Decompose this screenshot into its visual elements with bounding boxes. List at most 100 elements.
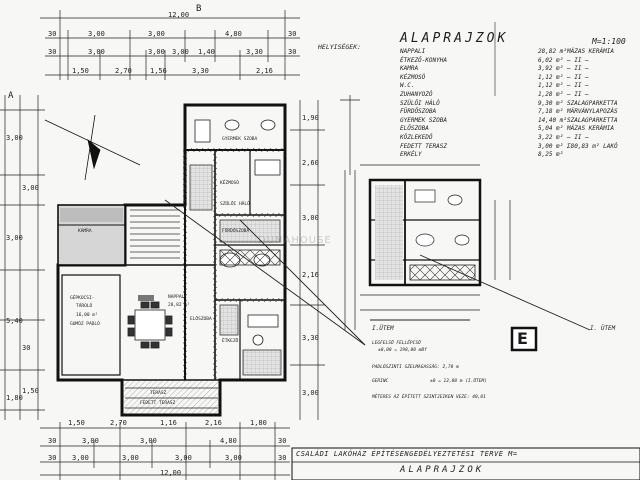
bottom-end-mark-4: 30 bbox=[278, 454, 287, 462]
top-dim-10: 2,70 bbox=[115, 67, 132, 75]
top-dim-7: 1,40 bbox=[198, 48, 215, 56]
label-eloszoba: ELŐSZOBA bbox=[190, 317, 212, 322]
note-meter: MÉTERES AZ ÉPÍTETT SZINTJEIKEN VEZE: 40,… bbox=[372, 395, 486, 400]
bottom-end-mark-2: 30 bbox=[278, 437, 287, 445]
left-dim-5: 30 bbox=[22, 344, 31, 352]
note-gerinc-val: ±0 = 12,00 m (I.ÜTEM) bbox=[430, 379, 487, 384]
right-dim-1: 1,90 bbox=[302, 114, 319, 122]
stair-steps bbox=[130, 209, 180, 259]
left-dim-3: 3,00 bbox=[6, 234, 23, 242]
label-szuloi: SZÜLŐI HÁLÓ bbox=[220, 202, 250, 207]
top-dim-1: 3,00 bbox=[88, 30, 105, 38]
label-gyermek: GYERMEK SZOBA bbox=[222, 137, 258, 142]
bottom-dim-12: 3,00 bbox=[225, 454, 242, 462]
label-kamra: KAMRA bbox=[78, 229, 92, 234]
bottom-overall-dim: 12,00 bbox=[160, 469, 182, 477]
top-end-mark-3: 30 bbox=[48, 48, 57, 56]
title-block-drawing: ALAPRAJZOK bbox=[400, 465, 485, 475]
label-terasz: TERASZ bbox=[150, 391, 167, 396]
top-overall-dim: 12,00 bbox=[168, 11, 190, 19]
label-kezmoso: KÉZMOSÓ bbox=[220, 181, 239, 186]
left-dim-4: 5,40 bbox=[6, 317, 23, 325]
bottom-dim-9: 3,00 bbox=[72, 454, 89, 462]
label-tarolo: TÁROLÓ bbox=[76, 304, 93, 309]
top-dim-5: 3,00 bbox=[148, 48, 165, 56]
top-dim-4: 3,00 bbox=[88, 48, 105, 56]
top-dim-8: 3,30 bbox=[246, 48, 263, 56]
top-dim-2: 3,00 bbox=[148, 30, 165, 38]
left-section-mark: A bbox=[8, 91, 14, 101]
bottom-dim-4: 2,16 bbox=[205, 419, 222, 427]
upper-plan-dimensions bbox=[340, 95, 511, 330]
right-plan-dimensions bbox=[290, 100, 325, 420]
label-gepkocsi: GÉPKOCSI- bbox=[70, 296, 95, 301]
north-arrow bbox=[44, 114, 141, 181]
bottom-dim-2: 2,70 bbox=[110, 419, 127, 427]
left-dim-1: 3,00 bbox=[6, 134, 23, 142]
top-end-mark-4: 30 bbox=[288, 48, 297, 56]
title-block bbox=[291, 447, 640, 480]
left-dim-6: 1,50 bbox=[22, 387, 39, 395]
right-dim-4: 2,16 bbox=[302, 271, 319, 279]
top-dim-12: 3,30 bbox=[192, 67, 209, 75]
watermark: DUNAHOUSE bbox=[258, 235, 332, 246]
top-dim-3: 4,80 bbox=[225, 30, 242, 38]
right-dim-5: 3,30 bbox=[302, 334, 319, 342]
note-gerinc: GERINC bbox=[372, 379, 389, 384]
left-dim-2: 3,00 bbox=[22, 184, 39, 192]
rooms-heading: HELYISÉGEK: bbox=[318, 43, 362, 51]
label-garage-area: 16,00 m² bbox=[76, 313, 98, 318]
bottom-dim-7: 3,00 bbox=[140, 437, 157, 445]
bottom-dim-6: 3,00 bbox=[82, 437, 99, 445]
note-legfelso: LEGFELSŐ FELLÉPCSŐ bbox=[372, 341, 421, 346]
top-end-mark-1: 30 bbox=[48, 30, 57, 38]
top-end-mark-2: 30 bbox=[288, 30, 297, 38]
left-dim-7: 1,80 bbox=[6, 394, 23, 402]
bottom-end-mark-3: 30 bbox=[48, 454, 57, 462]
bottom-dimension-lines bbox=[40, 422, 290, 480]
dining-table bbox=[127, 301, 173, 349]
section-mark-b: B bbox=[196, 4, 202, 14]
top-dimension-lines bbox=[40, 10, 300, 80]
note-utem-2: I. ÜTEM bbox=[590, 325, 616, 332]
right-dim-3: 3,00 bbox=[302, 214, 319, 222]
note-utem: I.ÜTEM bbox=[372, 325, 394, 332]
bottom-dim-8: 4,80 bbox=[220, 437, 237, 445]
right-dim-6: 3,00 bbox=[302, 389, 319, 397]
top-dim-13: 2,16 bbox=[256, 67, 273, 75]
note-legfelso-val: ±0,00 = 198,00 mBf bbox=[378, 348, 427, 353]
top-dim-9: 1,50 bbox=[72, 67, 89, 75]
bottom-dim-5: 1,80 bbox=[250, 419, 267, 427]
section-marker-letter: E bbox=[517, 329, 528, 348]
label-fedett: FEDETT TERASZ bbox=[140, 401, 176, 406]
label-furdo: FÜRDŐSZOBA bbox=[222, 229, 250, 234]
bottom-dim-11: 3,00 bbox=[175, 454, 192, 462]
top-dim-6: 3,00 bbox=[172, 48, 189, 56]
label-nappali: NAPPALI bbox=[168, 295, 187, 300]
bottom-end-mark-1: 30 bbox=[48, 437, 57, 445]
garage-outline bbox=[61, 274, 121, 376]
section-marker-box bbox=[510, 326, 538, 352]
top-dim-11: 1,56 bbox=[150, 67, 167, 75]
terrace-area bbox=[122, 380, 220, 415]
left-dimension-lines bbox=[0, 95, 45, 420]
fixtures bbox=[194, 119, 281, 346]
sheet-scale: M=1:100 bbox=[592, 37, 626, 46]
room-row: W.C.1,12 m²— II — bbox=[400, 82, 589, 90]
title-block-project: CSALÁDI LAKÓHÁZ ÉPÍTÉSENGEDÉLYEZTETÉSI T… bbox=[296, 450, 518, 458]
right-dim-2: 2,60 bbox=[302, 159, 319, 167]
